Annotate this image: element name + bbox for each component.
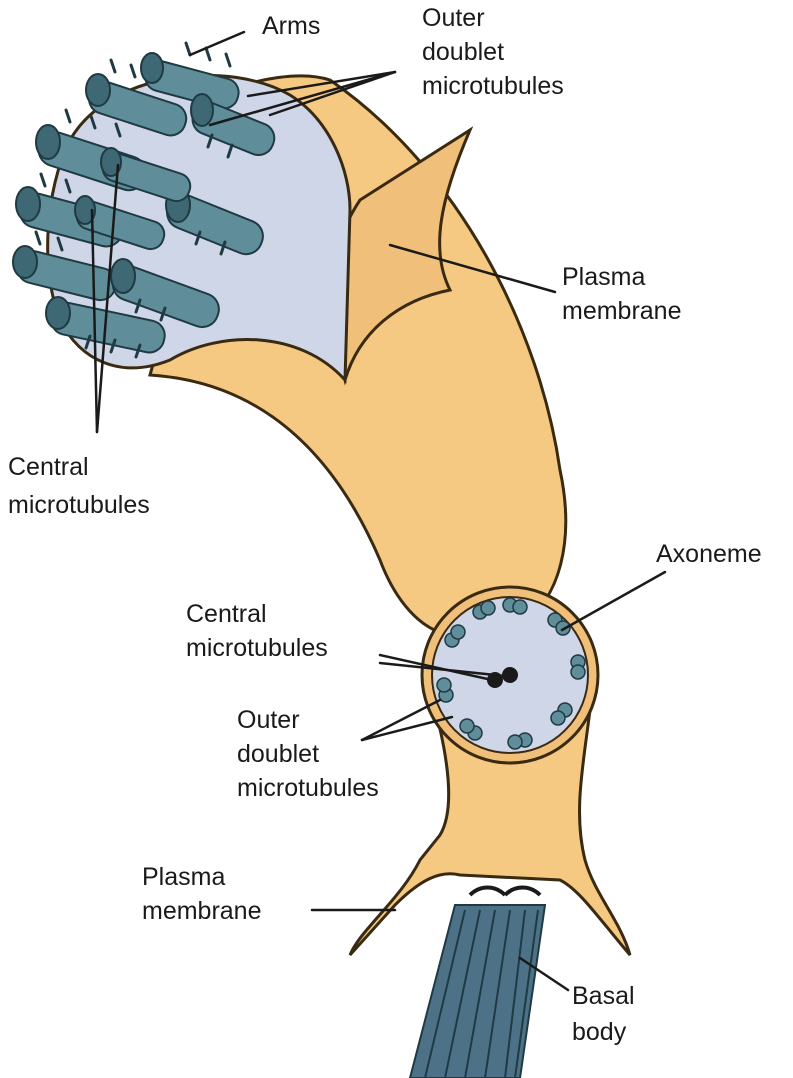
- basal-body: [410, 888, 545, 1078]
- axoneme-cross-section: [422, 587, 598, 763]
- label-central-microtubules-left: Central microtubules: [8, 453, 150, 519]
- label-arms: Arms: [262, 12, 320, 40]
- label-axoneme: Axoneme: [656, 540, 762, 568]
- label-outer-doublet-top: Outer doublet microtubules: [422, 4, 564, 100]
- label-plasma-membrane-bottom: Plasma membrane: [142, 863, 262, 925]
- label-central-microtubules-mid: Central microtubules: [186, 600, 328, 662]
- label-basal-body: Basal body: [572, 982, 642, 1046]
- label-outer-doublet-mid: Outer doublet microtubules: [237, 706, 379, 802]
- label-plasma-membrane-top: Plasma membrane: [562, 263, 682, 325]
